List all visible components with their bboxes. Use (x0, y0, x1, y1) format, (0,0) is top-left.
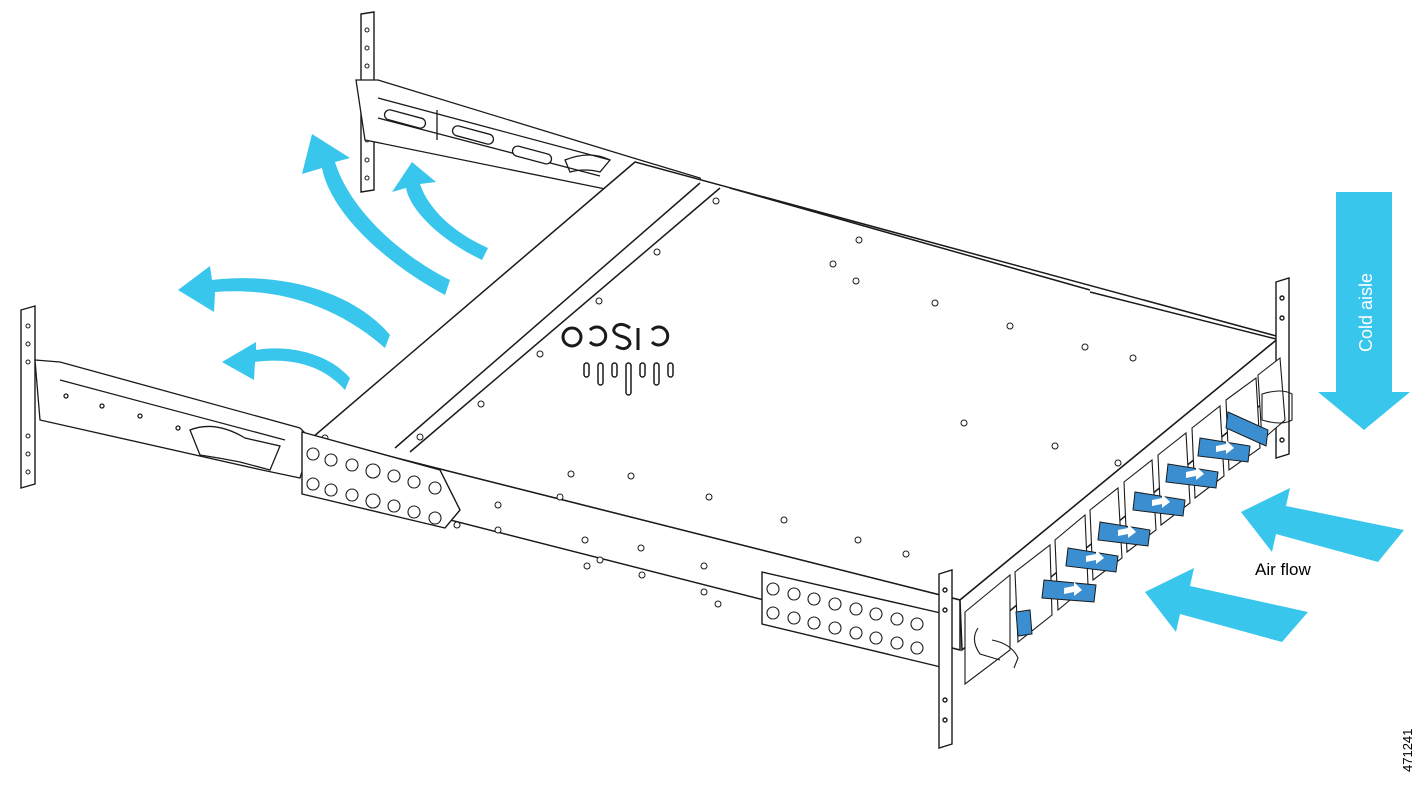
front-rack-post-left (938, 569, 953, 749)
rear-rail-lower (34, 359, 313, 479)
exhaust-arrow-4 (222, 342, 350, 390)
exhaust-arrow-3 (178, 266, 390, 348)
cisco-logo (561, 322, 674, 396)
side-holes (494, 501, 722, 608)
logo-bars (583, 362, 674, 396)
front-bracket-left (301, 431, 461, 529)
handle-8 (1225, 411, 1269, 447)
handle-1 (1015, 609, 1033, 637)
logo-wordmark (561, 322, 670, 351)
cold-aisle-arrow (1318, 192, 1410, 430)
exhaust-arrow-2 (392, 162, 488, 260)
handle-arrows (1064, 440, 1234, 596)
cold-aisle-label: Cold aisle (1356, 273, 1376, 352)
post-holes (25, 323, 31, 475)
intake-airflow-arrows (1145, 192, 1410, 642)
front-bracket-right (761, 571, 946, 669)
top-screws (321, 197, 1137, 558)
rear-rack-post-lower (20, 305, 36, 489)
figure-id: 471241 (1400, 729, 1415, 772)
rear-rail-upper (355, 79, 706, 193)
intake-arrow-1 (1241, 488, 1404, 562)
switch-chassis (311, 161, 1286, 652)
exhaust-airflow-arrows (178, 134, 488, 390)
air-flow-label: Air flow (1255, 560, 1311, 579)
intake-arrow-2 (1145, 568, 1308, 642)
exhaust-arrow-1 (302, 134, 450, 295)
